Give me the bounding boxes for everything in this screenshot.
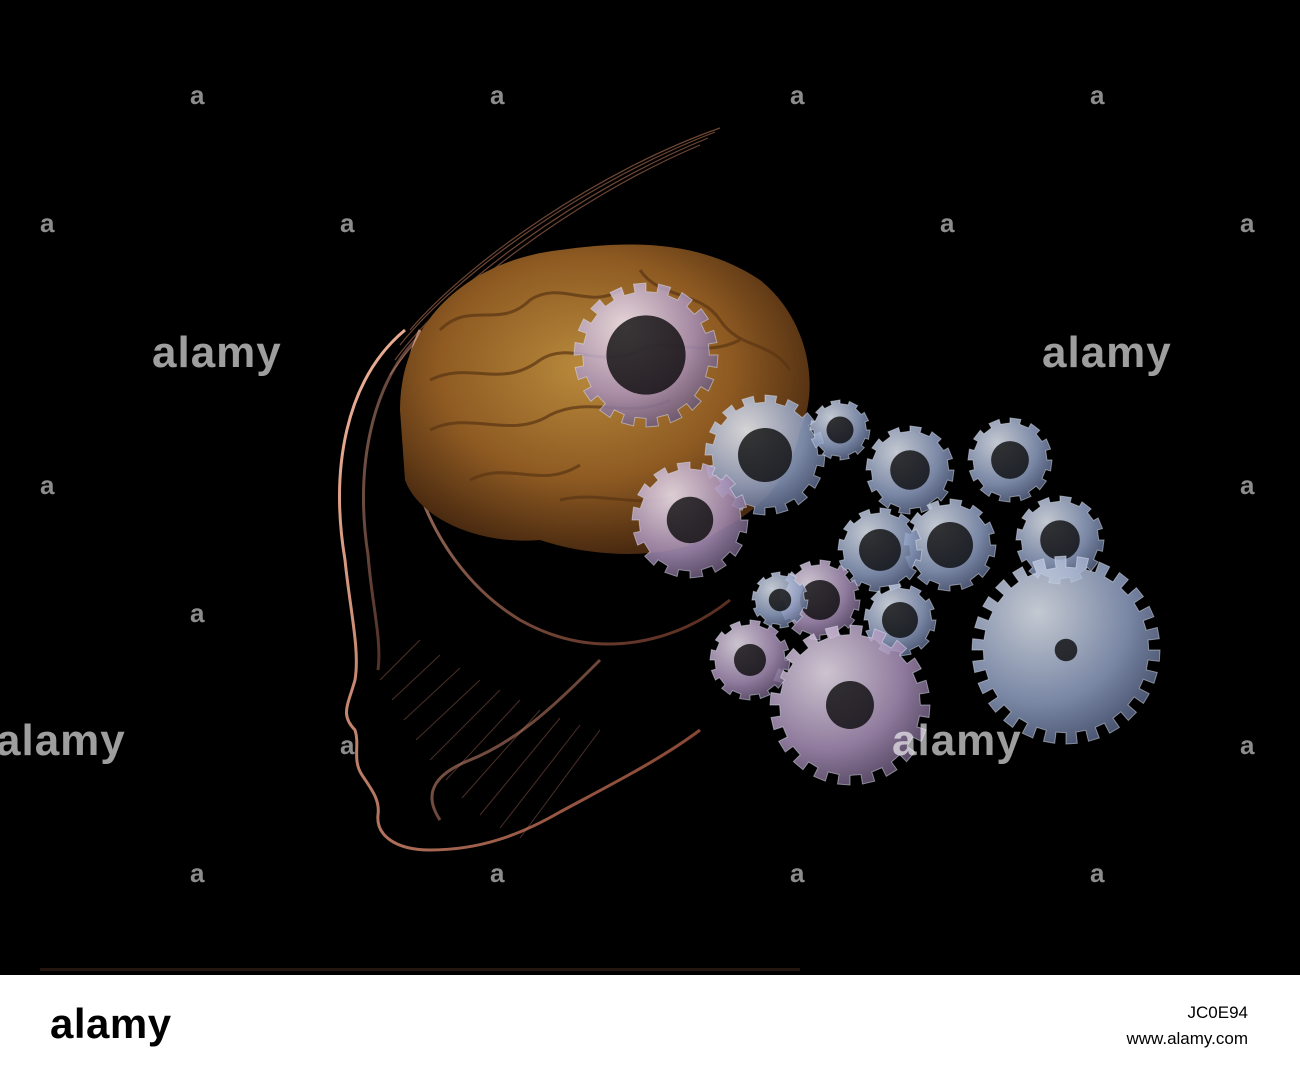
watermark-small: a: [1090, 80, 1105, 110]
watermark-small: a: [790, 858, 805, 888]
gear: [709, 619, 791, 701]
stock-footer: [0, 975, 1300, 1065]
watermark-small: a: [40, 470, 55, 500]
watermark-small: a: [340, 208, 355, 238]
gear: [631, 461, 749, 579]
alamy-logo[interactable]: alamy: [50, 1000, 172, 1047]
watermark-small: a: [340, 730, 355, 760]
watermark-small: a: [490, 858, 505, 888]
watermark-small: a: [1240, 208, 1255, 238]
watermark: alamy: [0, 716, 126, 765]
watermark-small: a: [190, 858, 205, 888]
gear: [971, 555, 1161, 745]
jaw-ribs: [379, 639, 601, 839]
watermark-small: a: [40, 208, 55, 238]
watermark-small: a: [1090, 858, 1105, 888]
brain-gears-illustration: [40, 127, 1161, 971]
watermark-small: a: [940, 208, 955, 238]
image-meta: JC0E94 www.alamy.com: [1126, 1000, 1248, 1052]
watermark: alamy: [152, 328, 282, 377]
watermark-small: a: [790, 80, 805, 110]
gear: [573, 282, 719, 428]
watermark: alamy: [892, 716, 1022, 765]
watermark-small: a: [190, 80, 205, 110]
gear-cluster: [573, 282, 1161, 786]
gear: [769, 624, 931, 786]
watermark-small: a: [490, 80, 505, 110]
gear: [751, 571, 809, 629]
watermark-small: a: [190, 598, 205, 628]
gear: [865, 425, 955, 515]
site-url[interactable]: www.alamy.com: [1126, 1029, 1248, 1048]
gear: [837, 507, 923, 593]
gear: [704, 394, 826, 516]
gear: [967, 417, 1053, 503]
gear: [903, 498, 997, 592]
watermark: alamy: [1042, 328, 1172, 377]
bottom-dots: [40, 968, 800, 971]
watermark-small: a: [1240, 730, 1255, 760]
gear: [779, 559, 861, 641]
face-profile: [338, 328, 731, 852]
photo-canvas: alamy alamy alamy alamy a a a a a a a a …: [0, 80, 1255, 971]
gear: [809, 399, 871, 461]
watermark-small: a: [1240, 470, 1255, 500]
image-id: JC0E94: [1187, 1003, 1248, 1022]
